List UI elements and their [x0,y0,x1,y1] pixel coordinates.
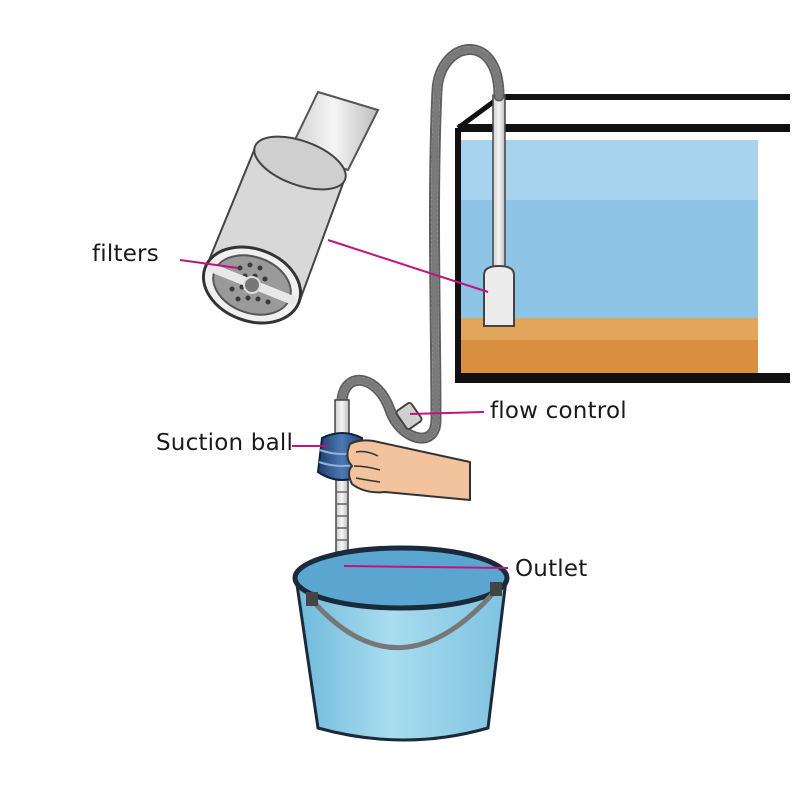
suction-ball-label: Suction ball [156,430,294,456]
leader-flow-control [409,411,485,415]
flow-control-clip [395,402,423,430]
leader-closeup-to-head [327,239,489,293]
filters-label: filters [92,241,159,267]
tank-water-highlight [458,140,758,200]
vacuum-pipe [492,94,506,276]
bucket-rim [292,545,510,611]
filter-closeup [201,90,380,325]
bucket [292,545,510,742]
vacuum-cylinder [483,94,515,327]
outlet-label: Outlet [515,556,588,582]
leader-outlet [343,565,509,569]
bucket-body [294,576,508,742]
tank-sand-front [458,340,758,376]
vacuum-head [483,264,515,327]
siphon-hose [336,44,505,444]
closeup-collar [253,135,347,191]
leader-lines [179,239,509,569]
filter-hub [243,276,261,294]
bucket-handle [310,588,498,650]
hand [346,439,471,501]
flow-control-label: flow control [490,398,627,424]
bucket-handle-mount-left [306,592,318,606]
bucket-handle-mount-right [490,582,502,596]
leader-filters-to-nozzle [179,259,239,269]
